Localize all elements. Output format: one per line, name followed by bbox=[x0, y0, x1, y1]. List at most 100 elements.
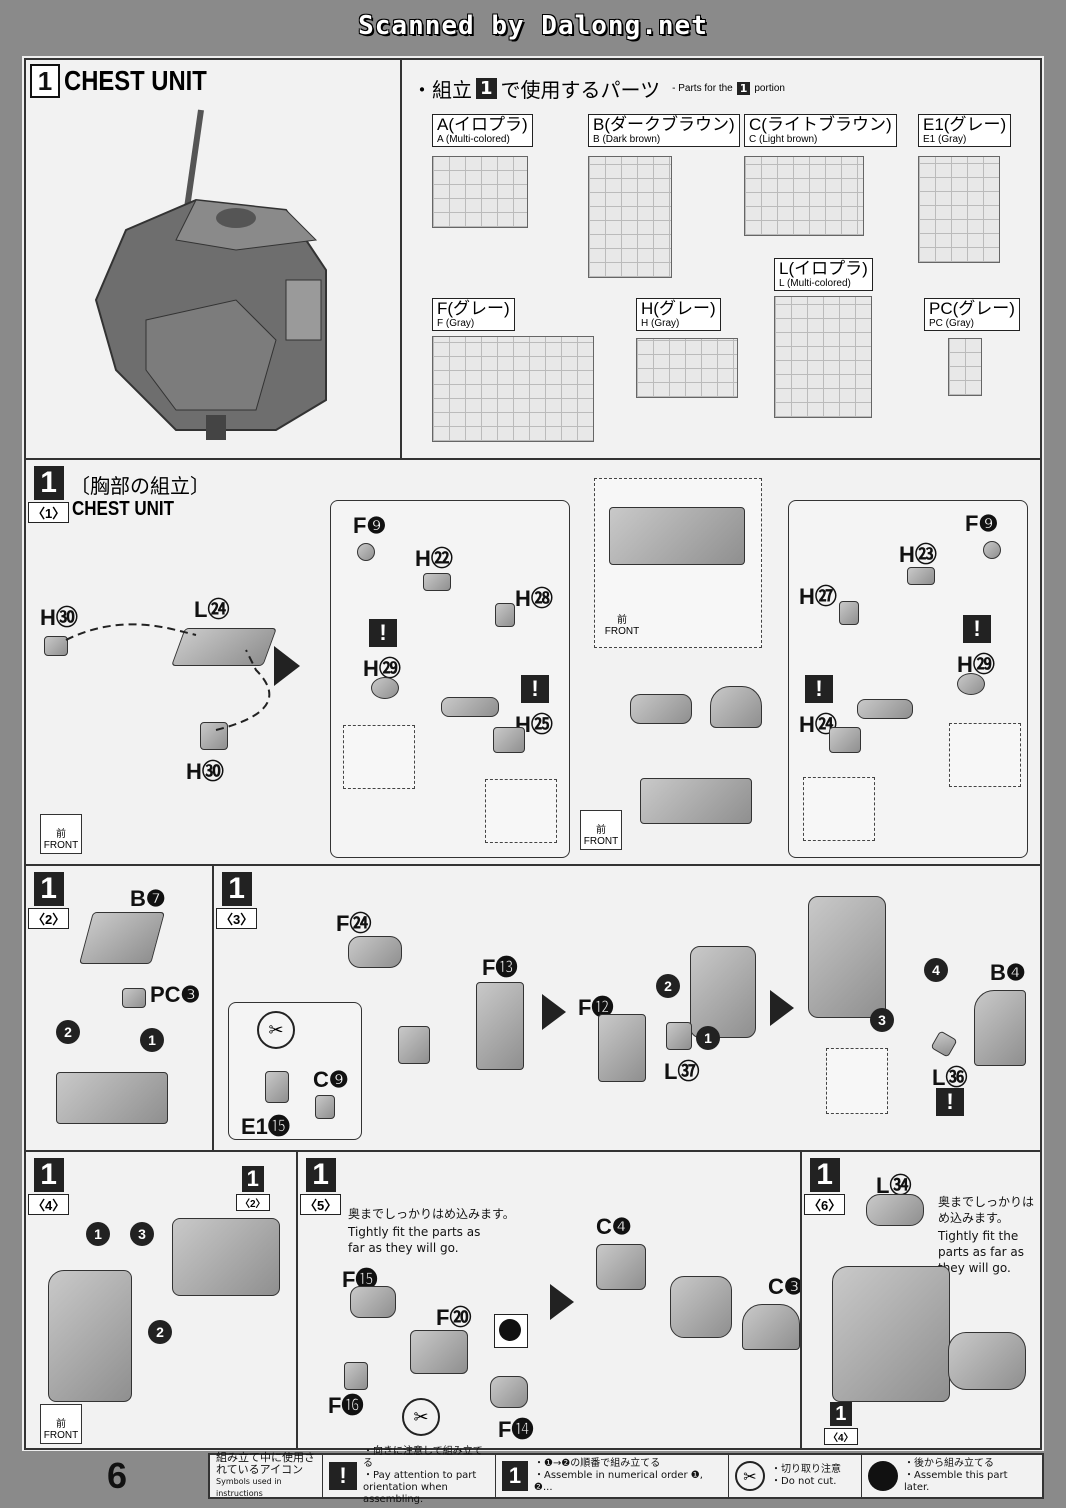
label-h28: H㉘ bbox=[515, 586, 553, 611]
step-3-flow-arrow-1 bbox=[542, 994, 566, 1030]
detail-box-left bbox=[343, 725, 415, 789]
front-en: FRONT bbox=[43, 840, 79, 851]
parts-used-panel: ・組立 1 で使用するパーツ - Parts for the 1 portion… bbox=[400, 58, 1042, 460]
runner-b: B(ダークブラウン)B (Dark brown) bbox=[588, 114, 740, 278]
orientation-warning-icon: ! bbox=[369, 619, 397, 647]
legend-orientation-jp: ・向きに注意して組み立てる bbox=[363, 1446, 483, 1469]
part-f15 bbox=[350, 1286, 396, 1318]
label-c4: C❹ bbox=[596, 1214, 632, 1239]
part-h22 bbox=[423, 573, 451, 591]
chest-unit-header-panel: 1 CHEST UNIT bbox=[24, 58, 402, 460]
legend-orientation-text: ・向きに注意して組み立てる・Pay attention to part orie… bbox=[363, 1446, 489, 1506]
part-h27 bbox=[839, 601, 859, 625]
step-1-flow-arrow bbox=[274, 646, 300, 686]
order-3-icon: 3 bbox=[130, 1222, 154, 1246]
symbols-legend: 組み立て中に使用されているアイコン Symbols used in instru… bbox=[208, 1446, 1044, 1505]
legend-assemble-later-text: ・後から組み立てる・Assemble this part later. bbox=[904, 1458, 1036, 1494]
front-en: FRONT bbox=[604, 626, 640, 637]
order-1-icon: 1 bbox=[86, 1222, 110, 1246]
step-3-number: 1 bbox=[221, 872, 252, 906]
part-chest-final bbox=[832, 1266, 950, 1402]
step-1-number: 1 bbox=[33, 466, 64, 500]
part-f14 bbox=[490, 1376, 528, 1408]
runner-l-en: L (Multi-colored) bbox=[779, 278, 851, 289]
runner-c-label: C(ライトブラウン)C (Light brown) bbox=[744, 114, 897, 147]
step-5-panel: 1 〈5〉 奥までしっかりはめ込みます。 Tightly fit the par… bbox=[296, 1150, 804, 1450]
runner-h-diagram bbox=[636, 338, 738, 398]
label-f20: F⑳ bbox=[436, 1305, 472, 1330]
step-1-right-subassembly: F❾ H㉓ H㉗ ! H㉙ ! H㉔ bbox=[788, 500, 1028, 858]
step-1-badge: 1 〈1〉 bbox=[28, 466, 70, 523]
part-e1-15 bbox=[265, 1071, 289, 1103]
label-h30-top: H㉚ bbox=[40, 605, 78, 630]
legend-do-not-cut: ✂ ・切り取り注意・Do not cut. bbox=[729, 1455, 862, 1497]
parts-title-prefix: ・組立 bbox=[412, 78, 472, 102]
label-l34: L㉞ bbox=[876, 1173, 912, 1198]
orientation-warning-icon: ! bbox=[936, 1088, 964, 1116]
label-h30-bottom: H㉚ bbox=[186, 759, 224, 784]
step-5-number: 1 bbox=[305, 1158, 336, 1192]
step-3-flow-arrow-2 bbox=[770, 990, 794, 1026]
step-1-left-arrows bbox=[65, 623, 271, 731]
label-e1-15: E1⓯ bbox=[241, 1114, 290, 1139]
runner-a-jp: A(イロプラ) bbox=[437, 115, 528, 134]
part-chest-assembly bbox=[172, 1218, 280, 1296]
step-6-note-jp: 奥までしっかりはめ込みます。 bbox=[938, 1195, 1035, 1225]
parts-subtitle-suffix: portion bbox=[754, 83, 785, 94]
label-c9: C❾ bbox=[313, 1067, 349, 1092]
chest-unit-illustration bbox=[94, 109, 327, 440]
runner-f-en: F (Gray) bbox=[437, 318, 475, 329]
runner-f-jp: F(グレー) bbox=[437, 299, 510, 318]
runner-a-diagram bbox=[432, 156, 528, 228]
runner-l-label: L(イロプラ)L (Multi-colored) bbox=[774, 258, 873, 291]
part-arm-right bbox=[857, 699, 913, 719]
label-b4: B❹ bbox=[990, 960, 1026, 985]
legend-assemble-later: ・後から組み立てる・Assemble this part later. bbox=[862, 1455, 1042, 1497]
step-3-panel: 1 〈3〉 F㉔ F⓭ ✂ C❾ E1⓯ F⓬ 2 1 L㊲ 4 B❹ 3 L㊱… bbox=[212, 864, 1042, 1152]
step-4-number: 1 bbox=[33, 1158, 64, 1192]
label-h27: H㉗ bbox=[799, 584, 837, 609]
parts-title-num: 1 bbox=[476, 78, 497, 99]
part-h25 bbox=[493, 727, 525, 753]
runner-f-diagram bbox=[432, 336, 594, 442]
parts-title: ・組立 1 で使用するパーツ - Parts for the 1 portion bbox=[412, 74, 785, 103]
front-jp: 前 bbox=[596, 825, 606, 836]
part-l34 bbox=[866, 1194, 924, 1226]
part-arm-left bbox=[441, 697, 499, 717]
label-l37: L㊲ bbox=[664, 1059, 700, 1084]
runner-pc-jp: PC(グレー) bbox=[929, 299, 1015, 318]
detail-box-right bbox=[949, 723, 1021, 787]
runner-f: F(グレー)F (Gray) bbox=[432, 298, 594, 442]
step-3-detail-box: ✂ C❾ E1⓯ bbox=[228, 1002, 362, 1140]
runner-c-jp: C(ライトブラウン) bbox=[749, 115, 892, 134]
part-f16 bbox=[344, 1362, 368, 1390]
runner-a-label: A(イロプラ)A (Multi-colored) bbox=[432, 114, 533, 147]
label-b7: B❼ bbox=[130, 886, 166, 911]
step-6-panel: 1 〈6〉 L㉞ 奥までしっかりはめ込みます。 Tightly fit the … bbox=[800, 1150, 1042, 1450]
label-l24: L㉔ bbox=[194, 597, 230, 622]
legend-title-jp: 組み立て中に使用されているアイコン bbox=[216, 1451, 315, 1476]
part-inner-frame bbox=[398, 1026, 430, 1064]
scan-banner: Scanned by Dalong.net bbox=[0, 0, 1066, 52]
step-2-number: 1 bbox=[33, 872, 64, 906]
step-6-reference-badge: 1 〈4〉 bbox=[824, 1402, 858, 1445]
runner-e1: E1(グレー)E1 (Gray) bbox=[918, 114, 1012, 263]
step-2-panel: 1 〈2〉 B❼ PC❸ 2 1 bbox=[24, 864, 214, 1152]
runner-f-label: F(グレー)F (Gray) bbox=[432, 298, 515, 331]
part-c3 bbox=[742, 1304, 800, 1350]
label-h29-left: H㉙ bbox=[363, 656, 401, 681]
step-5-flow-arrow bbox=[550, 1284, 574, 1320]
front-en: FRONT bbox=[583, 836, 619, 847]
step-6-ref-sub: 〈4〉 bbox=[824, 1428, 858, 1445]
legend-orientation-en: ・Pay attention to part orientation when … bbox=[363, 1470, 477, 1505]
runner-pc-diagram bbox=[948, 338, 982, 396]
runner-l-jp: L(イロプラ) bbox=[779, 259, 868, 278]
part-chest-side-step4 bbox=[48, 1270, 132, 1402]
step-6-note-en: Tightly fit the parts as far as they wil… bbox=[938, 1229, 1025, 1275]
detail-box-left bbox=[803, 777, 875, 841]
part-h30-top bbox=[44, 636, 68, 656]
front-jp: 前 bbox=[56, 829, 66, 840]
order-1-icon: 1 bbox=[140, 1028, 164, 1052]
orientation-warning-icon: ! bbox=[329, 1462, 357, 1490]
